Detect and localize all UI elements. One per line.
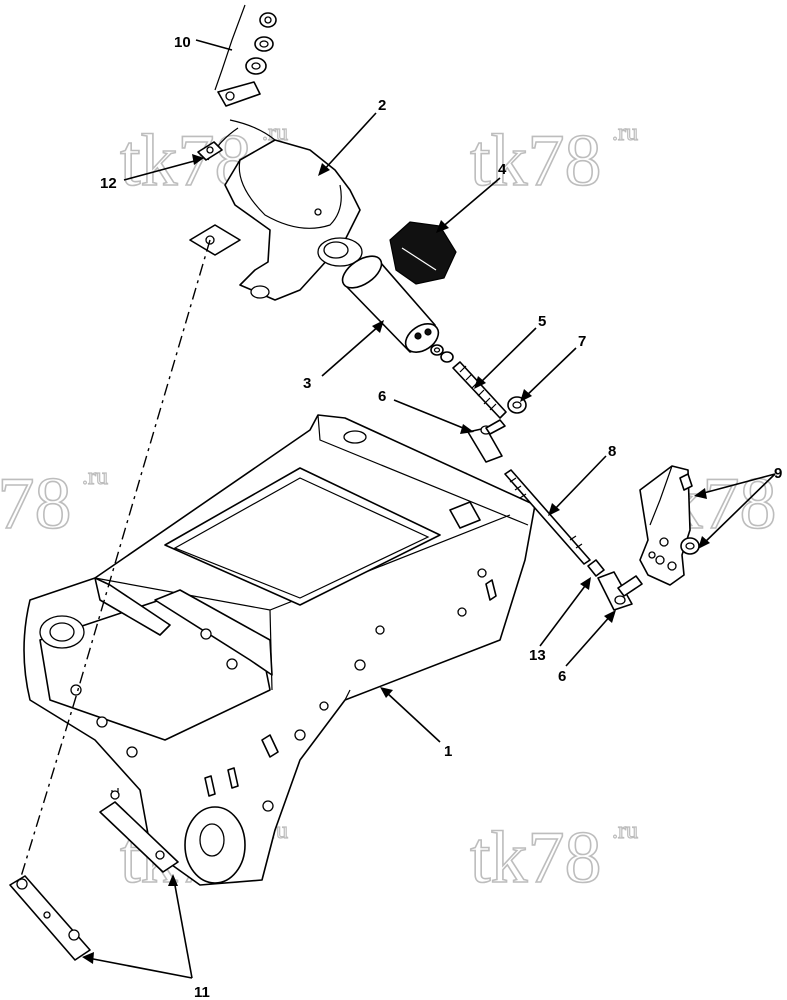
jam-nut-part [587,559,605,577]
long-rod-part [504,469,591,565]
threaded-rod-part [452,361,507,419]
leader-2 [321,112,377,173]
leader-1 [385,691,441,743]
leader-3 [321,324,381,377]
housing-part [189,139,363,301]
leader-6-upper [393,399,469,431]
svg-text:.ru: .ru [612,120,638,146]
leader-4 [439,177,501,230]
alignment-dash-line [19,239,211,881]
callout-6-lower: 6 [558,668,566,685]
callout-1: 1 [444,743,452,760]
watermark-3: tk78 .ru [0,462,109,546]
sleeve-part [341,255,440,353]
callout-10: 10 [174,34,191,51]
leader-11b [173,879,193,979]
bracket-part [639,465,700,586]
leader-6-lower [565,613,613,667]
leader-13 [539,581,589,647]
callout-labels: 10 2 12 4 5 7 3 6 8 9 13 6 1 11 [100,34,782,1000]
leader-11a [87,957,193,979]
svg-text:tk78: tk78 [470,817,602,899]
frame-part [23,414,536,886]
cable-part [207,4,277,161]
washers-part [430,344,454,363]
callout-13: 13 [529,647,546,664]
callout-12: 12 [100,175,117,192]
watermark-2: tk78 .ru [469,119,638,203]
leader-9a [699,473,776,495]
callout-8: 8 [608,443,616,460]
rod-end-lower-part [597,571,643,611]
svg-text:.ru: .ru [612,818,638,844]
leader-7 [523,347,577,399]
svg-text:.ru: .ru [82,464,108,490]
leader-12 [123,159,199,181]
svg-text:tk78: tk78 [470,120,602,202]
leader-10 [195,39,233,51]
callout-3: 3 [303,375,311,392]
svg-text:tk78: tk78 [0,463,72,545]
callout-5: 5 [538,313,546,330]
watermark-7: tk78 .ru [469,816,638,900]
leader-5 [477,327,537,386]
bushing-part [389,221,457,285]
callout-9: 9 [774,465,782,482]
leader-lines [82,39,776,979]
callout-6-upper: 6 [378,388,386,405]
callout-2: 2 [378,97,386,114]
rod-end-upper-part [467,419,506,463]
clip-part [197,141,223,161]
callout-4: 4 [498,161,507,178]
stud-plates-part [9,788,179,961]
leader-9b [701,473,776,546]
callout-7: 7 [578,333,586,350]
callout-11: 11 [194,984,210,1000]
leader-8 [551,455,607,513]
